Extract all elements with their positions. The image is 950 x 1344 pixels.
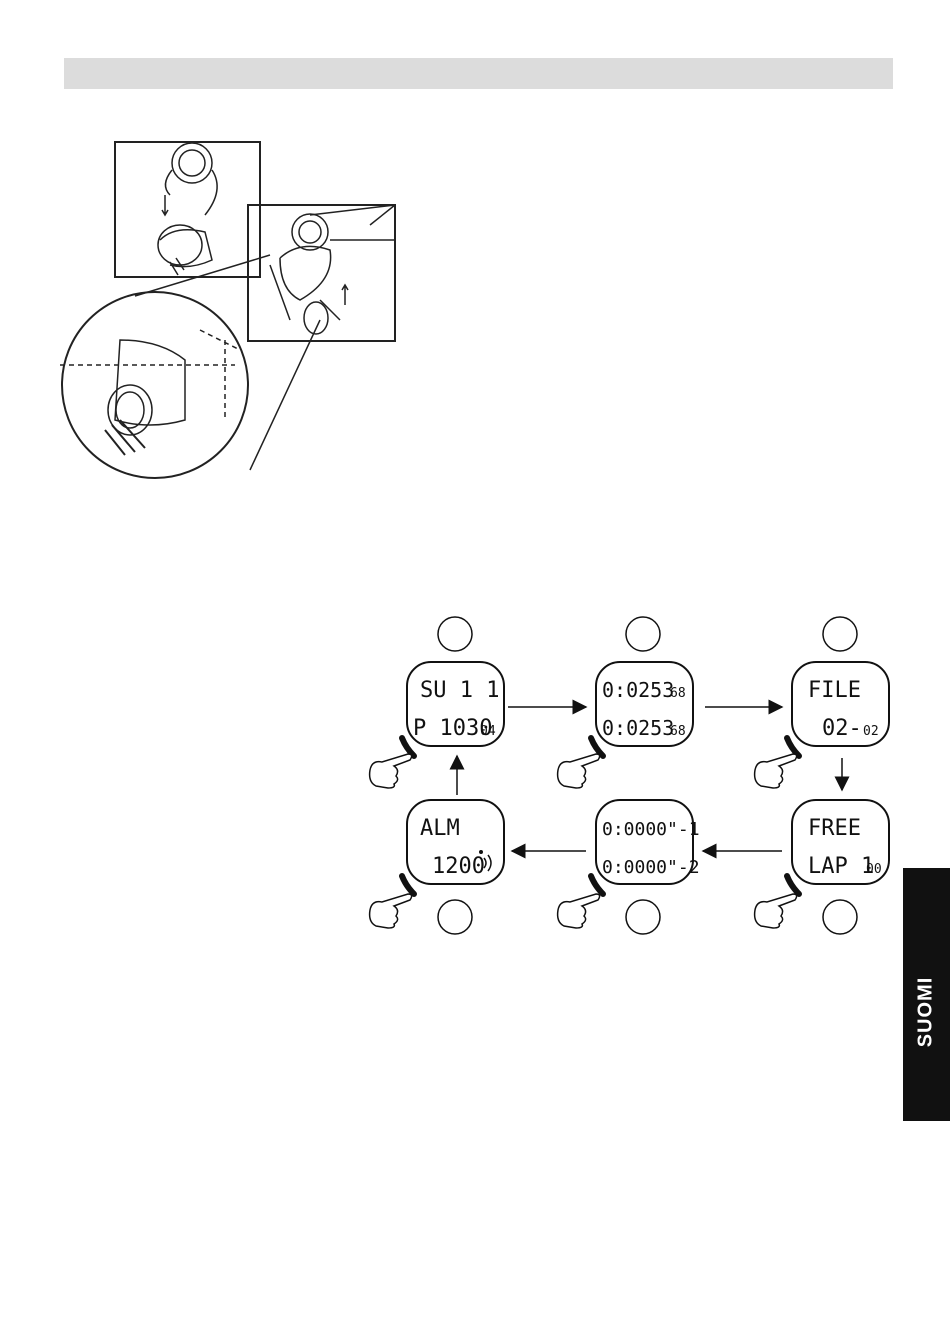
lcd-4-line1: FREE	[808, 816, 861, 841]
button-marker-5	[591, 876, 603, 894]
pointing-hand-icon-3	[755, 754, 797, 788]
button-marker-4	[787, 876, 799, 894]
language-tab-label: SUOMI	[915, 977, 938, 1048]
pointing-hand-icon-1	[370, 754, 412, 788]
step-circle-5	[626, 900, 660, 934]
lcd-4-line2-small: 00	[866, 862, 882, 877]
lcd-1-line2-small: 04	[480, 724, 496, 739]
lcd-5-line2: 0:0000"-2	[602, 857, 700, 878]
lcd-2-line1: 0:0253	[602, 678, 674, 702]
lcd-3-line1: FILE	[808, 678, 861, 703]
step-circle-6	[438, 900, 472, 934]
lcd-5-line1: 0:0000"-1	[602, 819, 700, 840]
step-circle-2	[626, 617, 660, 651]
step-circle-4	[823, 900, 857, 934]
pointing-hand-icon-2	[558, 754, 600, 788]
lcd-3-line2: 02-	[822, 716, 862, 741]
step-circle-1	[438, 617, 472, 651]
lcd-1-line1: SU 1 1	[420, 678, 499, 703]
lcd-6-line2: 1200	[432, 854, 485, 879]
lcd-6-line1: ALM	[420, 816, 460, 841]
lcd-4-line2: LAP 1	[808, 854, 874, 879]
button-marker-6	[402, 876, 414, 894]
lcd-2-line2: 0:0253	[602, 716, 674, 740]
pointing-hand-icon-4	[755, 894, 797, 928]
step-circle-3	[823, 617, 857, 651]
lcd-3-line2-small: 02	[863, 724, 879, 739]
pointing-hand-icon-6	[370, 894, 412, 928]
pointing-hand-icon-5	[558, 894, 600, 928]
lcd-2-line1-small: 68	[670, 686, 686, 701]
alarm-dot-icon	[479, 850, 483, 854]
lcd-2-line2-small: 68	[670, 724, 686, 739]
